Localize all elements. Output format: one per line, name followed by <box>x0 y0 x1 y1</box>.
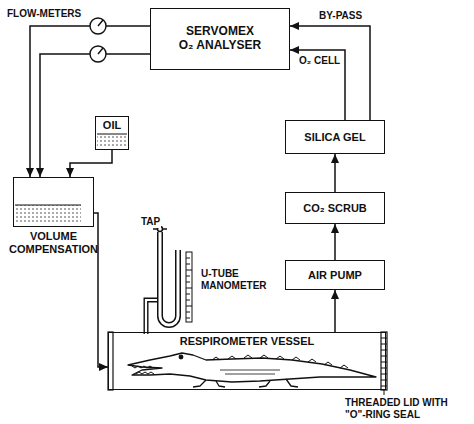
respirometer-vessel: RESPIROMETER VESSEL <box>108 332 386 390</box>
lid-label: THREADED LID WITH "O"-RING SEAL <box>344 397 472 422</box>
compensation-level <box>15 205 81 206</box>
analyser-box: SERVOMEX O₂ ANALYSER <box>150 8 290 70</box>
pipe-connector <box>290 50 345 120</box>
node-text: SILICA GEL <box>304 131 365 144</box>
pipe-connector <box>334 154 336 192</box>
pipe-connector <box>70 150 112 177</box>
pipe-connector <box>94 213 108 367</box>
flow-meter <box>90 18 106 62</box>
node-text: AIR PUMP <box>308 269 362 282</box>
edge-label: BY-PASS <box>318 10 363 22</box>
node-text: VOLUME COMPENSATION <box>4 230 103 255</box>
u-tube-manometer <box>146 232 178 334</box>
node-text: RESPIROMETER VESSEL <box>180 335 314 348</box>
flow-meters-label: FLOW-METERS <box>6 3 96 21</box>
pipe-connector <box>334 290 336 332</box>
leader-line <box>384 390 385 395</box>
pipe-connector <box>334 224 336 260</box>
label-text: FLOW-METERS <box>6 8 82 20</box>
oil-liquid <box>97 134 127 148</box>
manometer-label: U-TUBE MANOMETER <box>200 268 274 293</box>
label-text: U-TUBE MANOMETER <box>200 268 274 291</box>
pipe-connector <box>40 54 150 177</box>
crocodile <box>128 353 376 387</box>
label-text: THREADED LID WITH "O"-RING SEAL <box>344 397 472 420</box>
node-text: SERVOMEX O₂ ANALYSER <box>164 25 276 53</box>
process-box: SILICA GEL <box>285 120 385 154</box>
threaded-lid <box>108 332 387 390</box>
oil-level <box>97 134 127 135</box>
volume-compensation: VOLUME COMPENSATION <box>4 175 103 255</box>
tap-label: TAP <box>140 211 170 229</box>
edge-label: O₂ CELL <box>298 55 341 67</box>
edge-label-text: O₂ CELL <box>298 55 341 67</box>
label-text: TAP <box>140 216 161 228</box>
process-box: CO₂ SCRUB <box>285 192 385 224</box>
node-text: CO₂ SCRUB <box>303 202 367 215</box>
edge-label-text: BY-PASS <box>318 10 363 22</box>
compensation-vessel-outline <box>13 177 94 227</box>
node-text: OIL <box>103 119 121 132</box>
pipe-connector <box>290 26 370 120</box>
compensation-liquid <box>15 205 81 223</box>
oil-reservoir: OIL <box>95 116 129 150</box>
manometer-scale <box>186 252 192 322</box>
process-box: AIR PUMP <box>285 260 385 290</box>
pipe-connector <box>30 26 150 177</box>
